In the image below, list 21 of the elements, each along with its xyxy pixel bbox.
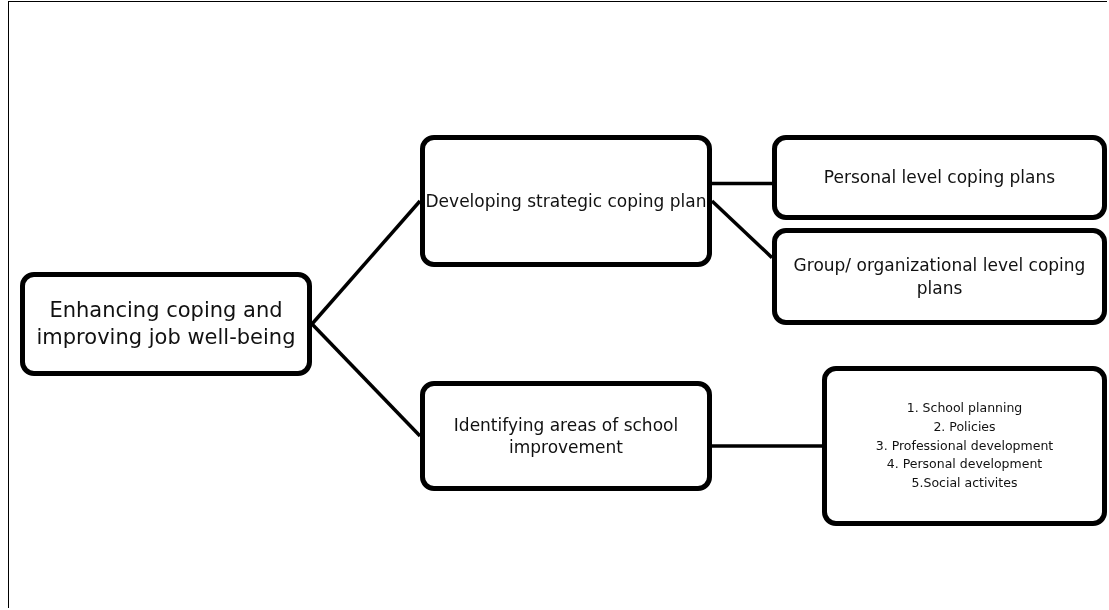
- rounded-box: [20, 272, 312, 376]
- list-item: 3. Professional development: [875, 436, 1054, 455]
- rounded-box: [822, 366, 1107, 526]
- box-text: Identifying areas of school improvement: [452, 413, 680, 459]
- connector-line: [712, 444, 822, 448]
- list-item: 5.Social activites: [911, 474, 1018, 493]
- list-item: 1. School planning: [906, 399, 1023, 418]
- connector-line: [310, 322, 422, 438]
- rounded-box: [772, 228, 1107, 325]
- box-text: Enhancing coping and improving job well-being: [35, 296, 297, 351]
- connector-line: [710, 199, 774, 259]
- rounded-box: [420, 135, 712, 267]
- rounded-box: [772, 135, 1107, 220]
- box-text: Group/ organizational level coping plans: [792, 254, 1087, 299]
- list-item: 4. Personal development: [886, 455, 1043, 474]
- connector-line: [310, 199, 422, 326]
- connector-line: [712, 181, 772, 186]
- box-text: Developing strategic coping plan: [425, 189, 707, 213]
- box-text: Personal level coping plans: [823, 166, 1056, 189]
- rounded-box: [420, 381, 712, 491]
- list-item: 2. Policies: [933, 417, 996, 436]
